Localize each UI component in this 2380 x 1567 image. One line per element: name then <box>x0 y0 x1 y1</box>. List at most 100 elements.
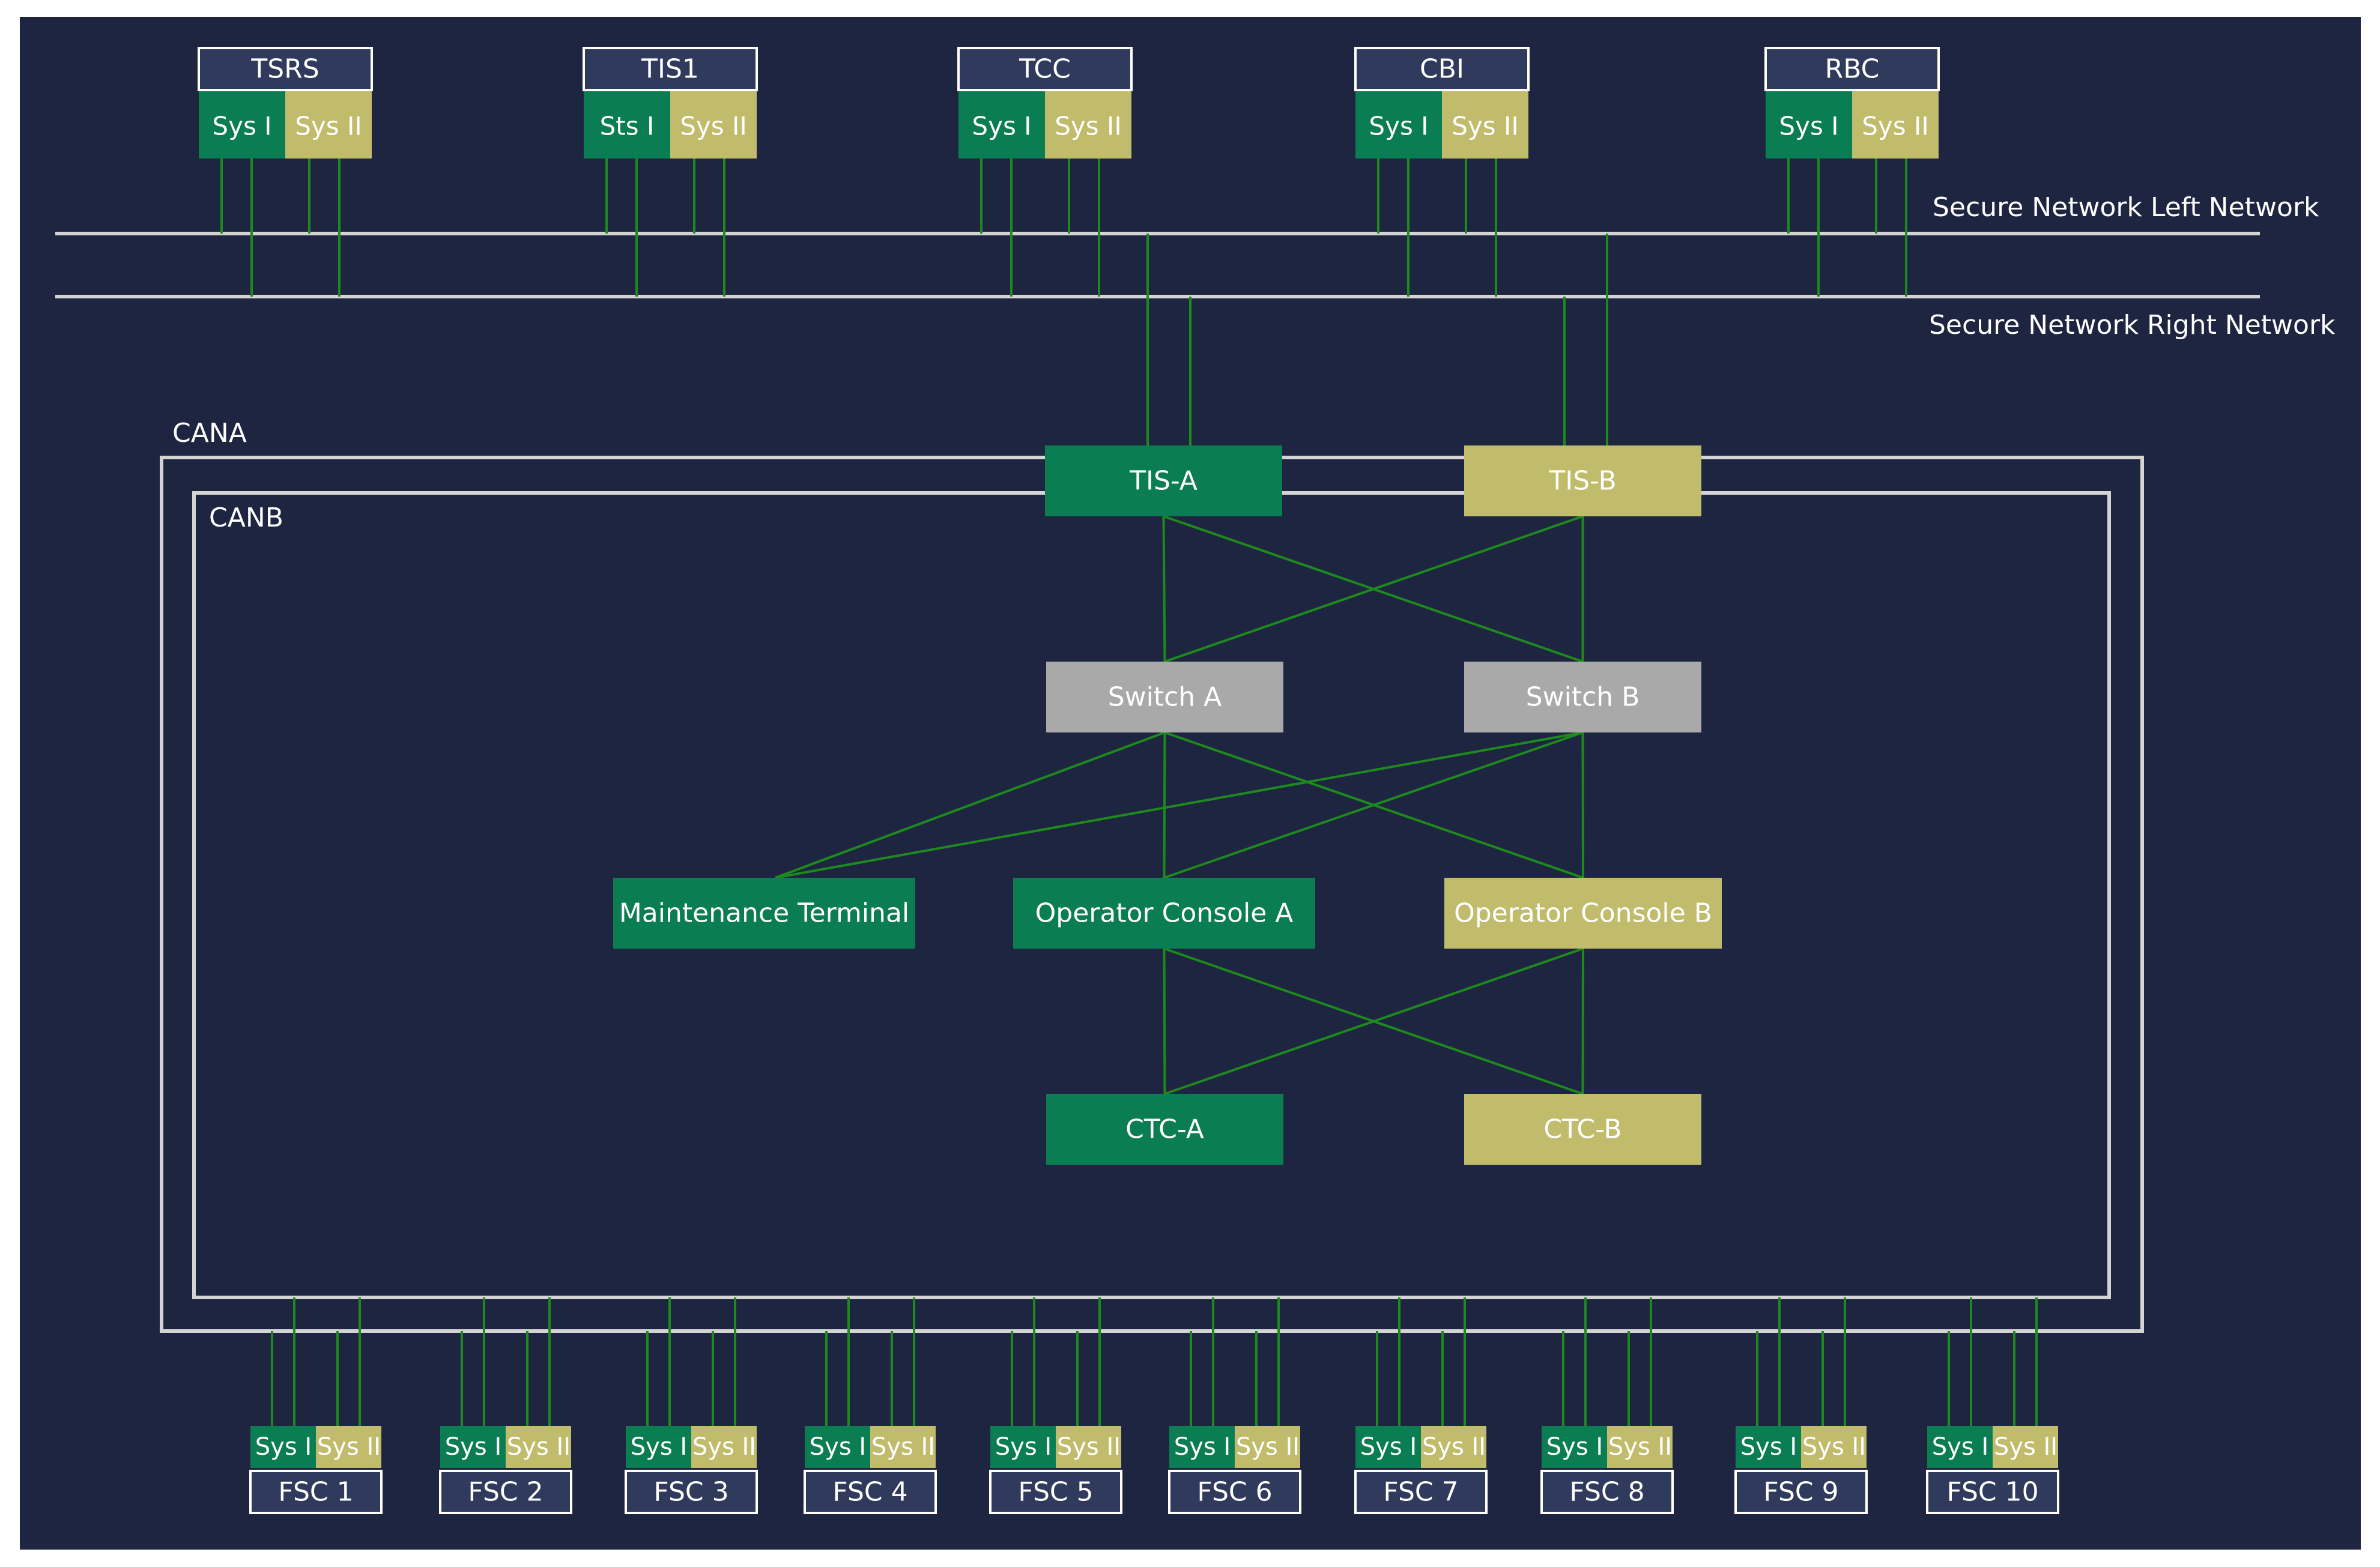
fsc-sys1-box <box>805 1426 870 1468</box>
fsc-sys1-label: Sys I <box>1740 1433 1797 1461</box>
maintenance-box <box>613 878 915 949</box>
fsc-sys2-label: Sys II <box>1057 1433 1121 1461</box>
fsc-label: FSC 3 <box>653 1477 728 1508</box>
fsc-sys1-label: Sys I <box>631 1433 687 1461</box>
switch-a-box <box>1046 662 1283 732</box>
console-a-ctc-a-link <box>1163 948 1166 1094</box>
diagram-background <box>20 17 2361 1550</box>
fsc-label-box <box>1926 1470 2059 1514</box>
system-label: TCC <box>1019 54 1071 85</box>
fsc-sys1-box <box>1927 1426 1993 1468</box>
switch-b-console-b-link <box>1581 732 1584 878</box>
console-b-ctc-b-link <box>1581 948 1584 1094</box>
ctc-a-label: CTC-A <box>1125 1114 1204 1145</box>
switch-a-label: Switch A <box>1108 682 1222 713</box>
system-label-box <box>957 47 1133 91</box>
central-nodes: TIS-A TIS-B Switch A Switch B Maintenance Te… <box>613 445 1722 1165</box>
fsc-label: FSC 2 <box>468 1477 543 1508</box>
fsc-sys1-box <box>1169 1426 1235 1468</box>
fsc-label: FSC 8 <box>1569 1477 1644 1508</box>
sys2-label: Sys II <box>1862 112 1929 141</box>
switch-b-box <box>1464 662 1701 732</box>
sys2-box <box>1442 91 1528 159</box>
fsc-sys1-label: Sys I <box>445 1433 501 1461</box>
fsc-sys1-label: Sys I <box>810 1433 866 1461</box>
tis-b-label: TIS-B <box>1548 466 1616 497</box>
fsc-sys2-label: Sys II <box>1802 1433 1866 1461</box>
tis-a-label: TIS-A <box>1129 466 1198 497</box>
fsc-sys1-box <box>990 1426 1056 1468</box>
sys2-label: Sys II <box>1452 112 1519 141</box>
sys1-box <box>1355 91 1442 159</box>
fsc-label-box <box>989 1470 1122 1514</box>
sys1-label: Sys I <box>1779 112 1838 141</box>
fsc-label-box <box>439 1470 572 1514</box>
fsc-sys2-box <box>870 1426 936 1468</box>
fsc-label-box <box>625 1470 758 1514</box>
fsc-sys2-label: Sys II <box>507 1433 571 1461</box>
system-label: TIS1 <box>641 54 699 85</box>
fsc-sys2-box <box>1801 1426 1867 1468</box>
sys1-box <box>1766 91 1852 159</box>
fsc-sys1-box <box>1736 1426 1801 1468</box>
fsc-label-box <box>249 1470 383 1514</box>
sys2-box <box>670 91 757 159</box>
cana-label: CANA <box>172 418 247 448</box>
fsc-label: FSC 10 <box>1946 1477 2038 1508</box>
fsc-sys1-label: Sys I <box>1546 1433 1603 1461</box>
sys1-label: Sys I <box>972 112 1031 141</box>
fsc-label: FSC 7 <box>1383 1477 1458 1508</box>
fsc-label: FSC 9 <box>1763 1477 1838 1508</box>
fsc-label-box <box>1354 1470 1488 1514</box>
fsc-sys2-label: Sys II <box>1236 1433 1300 1461</box>
tis-b-switch-a-link <box>1164 515 1584 663</box>
tis-b-box <box>1464 445 1701 516</box>
fsc-sys2-box <box>1056 1426 1121 1468</box>
tis-a-switch-a-link <box>1162 516 1166 662</box>
fsc-sys2-box <box>691 1426 757 1468</box>
ctc-b-label: CTC-B <box>1543 1114 1621 1145</box>
fsc-sys2-label: Sys II <box>871 1433 935 1461</box>
right-network-label: Secure Network Right Network <box>1929 310 2336 340</box>
fsc-sys1-box <box>1355 1426 1421 1468</box>
node-console-a: Operator Console A <box>1013 878 1315 949</box>
sys1-label: Sys I <box>1369 112 1428 141</box>
system-label-box <box>198 47 373 91</box>
fsc-sys2-box <box>506 1426 571 1468</box>
left-network-label: Secure Network Left Network <box>1933 192 2319 223</box>
node-switch-b: Switch B <box>1464 662 1701 732</box>
node-maintenance: Maintenance Terminal <box>613 878 915 949</box>
node-switch-a: Switch A <box>1046 662 1283 732</box>
system-label: TSRS <box>250 54 319 85</box>
node-tis-b: TIS-B <box>1464 445 1701 516</box>
fsc-sys1-label: Sys I <box>995 1433 1052 1461</box>
fsc-sys2-box <box>1421 1426 1486 1468</box>
node-ctc-a: CTC-A <box>1046 1094 1283 1165</box>
console-b-ctc-a-link <box>1164 947 1584 1095</box>
node-tis-a: TIS-A <box>1045 445 1282 516</box>
fsc-label: FSC 4 <box>832 1477 907 1508</box>
console-a-box <box>1013 878 1315 949</box>
fsc-sys1-label: Sys I <box>1360 1433 1417 1461</box>
ctc-b-box <box>1464 1094 1701 1165</box>
sys1-label: Sys I <box>212 112 271 141</box>
sys2-box <box>1852 91 1939 159</box>
fsc-sys2-box <box>1607 1426 1673 1468</box>
sys2-box <box>1045 91 1131 159</box>
connection-links <box>220 159 2038 1426</box>
sys1-label: Sts I <box>600 112 655 141</box>
fsc-label: FSC 1 <box>278 1477 353 1508</box>
